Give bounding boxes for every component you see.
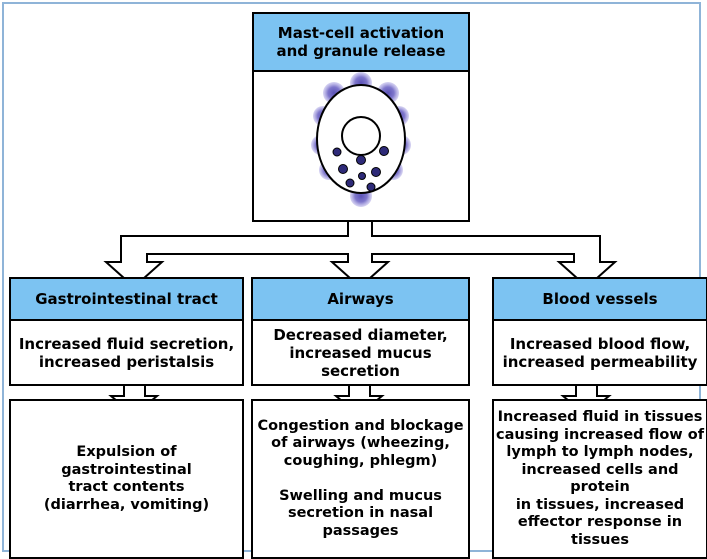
gastro-header: Gastrointestinal tract: [9, 277, 244, 321]
gastro-outcome-text: Expulsion of gastrointestinal tract cont…: [43, 444, 210, 513]
blood-outcome-box: Increased fluid in tissues causing incre…: [492, 399, 707, 559]
airways-outcome-box: Congestion and blockage of airways (whee…: [251, 399, 470, 559]
airways-effect-text: Decreased diameter, increased mucus secr…: [273, 325, 448, 380]
gastro-effect-text: Increased fluid secretion, increased per…: [18, 334, 235, 371]
blood-outcome-text: Increased fluid in tissues causing incre…: [495, 409, 705, 548]
branch-arrow: [103, 219, 618, 289]
gastro-effect-box: Increased fluid secretion, increased per…: [9, 319, 244, 386]
blood-effect-text: Increased blood flow, increased permeabi…: [502, 334, 698, 371]
airways-outcome-text: Congestion and blockage of airways (whee…: [257, 417, 464, 539]
mast-cell-header: Mast-cell activation and granule release: [252, 12, 470, 72]
nucleus: [341, 116, 381, 156]
mast-cell-icon: [311, 72, 411, 207]
mast-cell-illustration-box: [252, 70, 470, 222]
airways-title: Airways: [327, 290, 394, 308]
mast-cell-title: Mast-cell activation and granule release: [276, 24, 446, 60]
blood-title: Blood vessels: [542, 290, 658, 308]
gastro-outcome-box: Expulsion of gastrointestinal tract cont…: [9, 399, 244, 559]
gastro-title: Gastrointestinal tract: [35, 290, 218, 308]
blood-effect-box: Increased blood flow, increased permeabi…: [492, 319, 707, 386]
airways-effect-box: Decreased diameter, increased mucus secr…: [251, 319, 470, 386]
blood-header: Blood vessels: [492, 277, 707, 321]
airways-header: Airways: [251, 277, 470, 321]
internal-granules: [332, 146, 389, 192]
